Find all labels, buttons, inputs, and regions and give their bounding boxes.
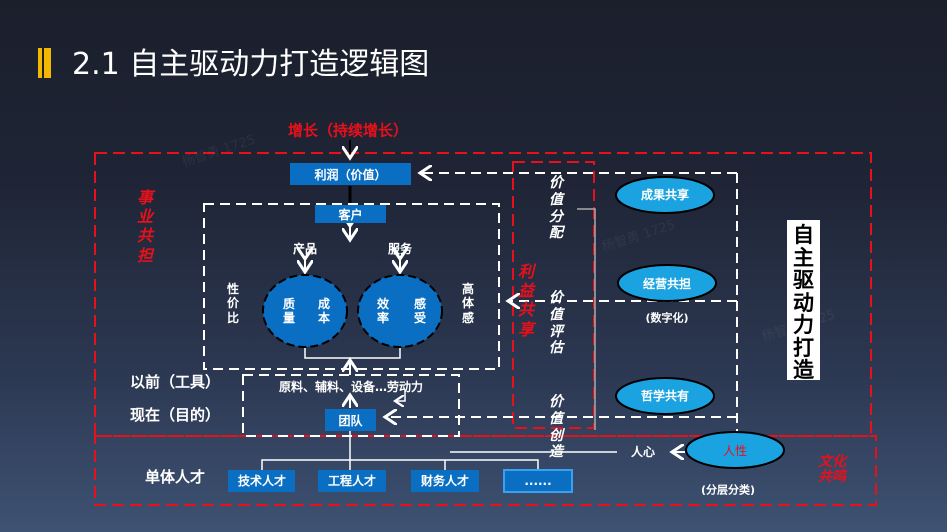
product-label: 产品: [292, 242, 318, 256]
team-box: 团队: [325, 409, 376, 431]
ellipse-human-nature: [685, 431, 785, 469]
title-accent-bar: [38, 48, 42, 78]
feeling-label: 感受: [414, 297, 427, 326]
cost-label: 成本: [318, 297, 331, 326]
now-label: 现在（目的）: [130, 406, 221, 424]
efficiency-feeling-circle: [357, 274, 443, 348]
before-label: 以前（工具）: [130, 373, 221, 391]
career-shared-label: 事业共担: [137, 188, 154, 265]
quality-label: 质量: [283, 297, 296, 326]
talent-tech: 技术人才: [237, 474, 287, 488]
culture-frame: [94, 435, 877, 506]
value-distribution: 价值分配: [549, 175, 563, 242]
value-creation: 价值创造: [549, 394, 563, 461]
interest-shared-label: 利益共享: [518, 262, 535, 339]
culture-resonance-label: 文化共鸣: [818, 454, 846, 486]
title-accent-bar: [44, 48, 51, 78]
ellipse-philosophy-share: [615, 377, 715, 415]
page-title: 2.1 自主驱动力打造逻辑图: [72, 47, 430, 82]
philosophy-share-label: 哲学共有: [640, 389, 690, 403]
ellipse-operation-share: [617, 264, 717, 302]
value-evaluation: 价值评估: [549, 290, 563, 357]
talent-more: ......: [524, 474, 552, 488]
classification-label: (分层分类): [700, 483, 756, 497]
side-title: 自主驱动力打造: [787, 220, 820, 381]
customer-box: 客户: [315, 205, 386, 223]
cost-performance-label: 性价比: [227, 282, 240, 325]
human-nature-label: 人性: [722, 444, 748, 458]
operation-share-label: 经营共担: [642, 277, 692, 291]
career-shared-frame: [94, 152, 872, 437]
efficiency-label: 效率: [377, 297, 390, 326]
growth-label: 增长（持续增长）: [287, 121, 409, 140]
profit-box: 利润（价值）: [290, 163, 411, 185]
resource-frame: [242, 374, 460, 437]
achievement-share-label: 成果共享: [640, 188, 690, 202]
resources-label: 原料、辅料、设备…劳动力: [278, 380, 424, 394]
customer-frame: [203, 203, 500, 370]
service-label: 服务: [387, 242, 413, 256]
digitalization-label: (数字化): [645, 311, 689, 325]
human-heart-label: 人心: [630, 445, 656, 459]
talent-finance: 财务人才: [420, 474, 470, 488]
individual-talent-label: 单体人才: [145, 468, 206, 486]
talent-engineering: 工程人才: [327, 474, 377, 488]
ellipse-achievement-share: [615, 176, 715, 214]
quality-cost-circle: [262, 274, 348, 348]
high-experience-label: 高体感: [462, 282, 475, 325]
